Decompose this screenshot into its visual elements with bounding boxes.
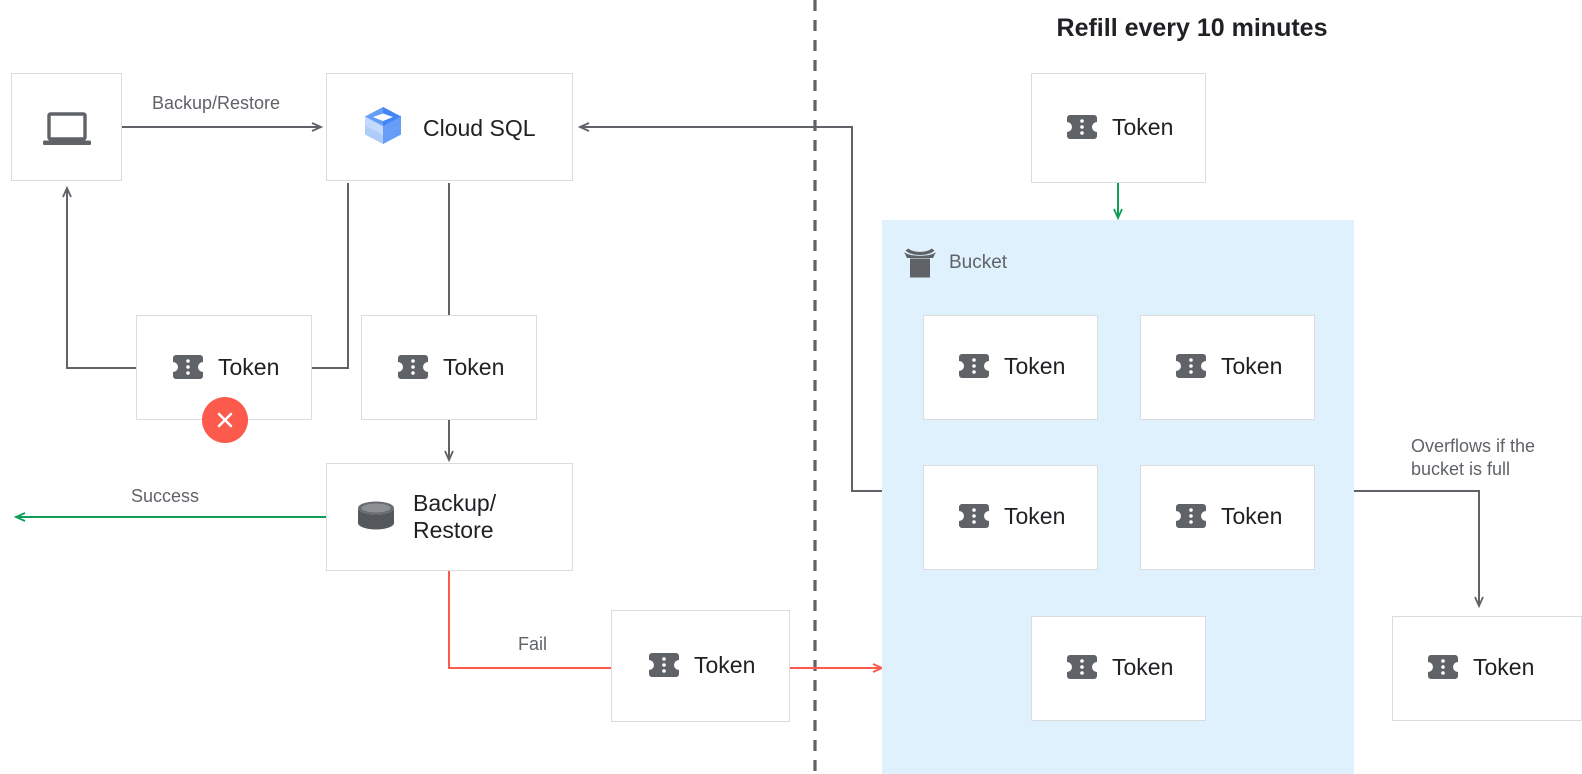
backup-restore-label: Backup/ Restore — [413, 490, 497, 544]
token-overflow-node[interactable]: Token — [1392, 616, 1582, 721]
token-label: Token — [1221, 352, 1283, 379]
client-node[interactable] — [11, 73, 122, 181]
token-icon — [173, 355, 203, 379]
cloud-sql-node[interactable]: Cloud SQL — [326, 73, 573, 181]
token-consumed-node[interactable]: Token — [361, 315, 537, 420]
token-icon — [1428, 655, 1458, 679]
bucket-token-5[interactable]: Token — [1031, 616, 1206, 721]
token-icon — [959, 504, 989, 528]
edge-label-overflow: Overflows if the bucket is full — [1411, 436, 1536, 480]
token-icon — [398, 355, 428, 379]
edge-label-success: Success — [131, 486, 200, 506]
token-label: Token — [443, 353, 505, 380]
token-label: Token — [1221, 502, 1283, 529]
error-x-badge — [202, 397, 248, 443]
token-icon — [649, 653, 679, 677]
close-icon — [217, 412, 233, 428]
cloud-sql-label: Cloud SQL — [423, 115, 536, 142]
token-label: Token — [1004, 502, 1066, 529]
token-refill-node[interactable]: Token — [1031, 73, 1206, 183]
laptop-icon — [43, 112, 91, 145]
token-icon — [1067, 655, 1097, 679]
bucket-header: Bucket — [902, 246, 1007, 280]
token-icon — [1176, 504, 1206, 528]
token-label: Token — [1112, 113, 1174, 140]
backup-restore-node[interactable]: Backup/ Restore — [326, 463, 573, 571]
edge-cloudsql-to-token-failed — [312, 183, 349, 369]
token-label: Token — [1473, 653, 1535, 680]
bucket-icon — [904, 248, 936, 278]
token-fail-out-node[interactable]: Token — [611, 610, 790, 722]
token-icon — [959, 354, 989, 378]
bucket-title-label: Bucket — [949, 252, 1008, 273]
bucket-token-2[interactable]: Token — [1140, 315, 1315, 420]
token-label: Token — [1112, 653, 1174, 680]
token-icon — [1176, 354, 1206, 378]
token-label: Token — [1004, 352, 1066, 379]
bucket-token-1[interactable]: Token — [923, 315, 1098, 420]
token-label: Token — [218, 353, 280, 380]
token-icon — [1067, 115, 1097, 139]
edge-bucket-overflow — [1354, 490, 1479, 606]
cloud-sql-icon — [365, 107, 401, 144]
database-icon — [358, 501, 394, 530]
bucket-token-4[interactable]: Token — [1140, 465, 1315, 570]
page-title: Refill every 10 minutes — [1056, 14, 1328, 42]
edge-label-fail: Fail — [518, 634, 548, 654]
bucket-token-3[interactable]: Token — [923, 465, 1098, 570]
token-label: Token — [694, 651, 756, 678]
edge-token-failed-to-client — [67, 188, 136, 369]
edge-bucket-to-cloudsql — [580, 127, 882, 492]
edge-label-backup-restore: Backup/Restore — [152, 93, 281, 113]
